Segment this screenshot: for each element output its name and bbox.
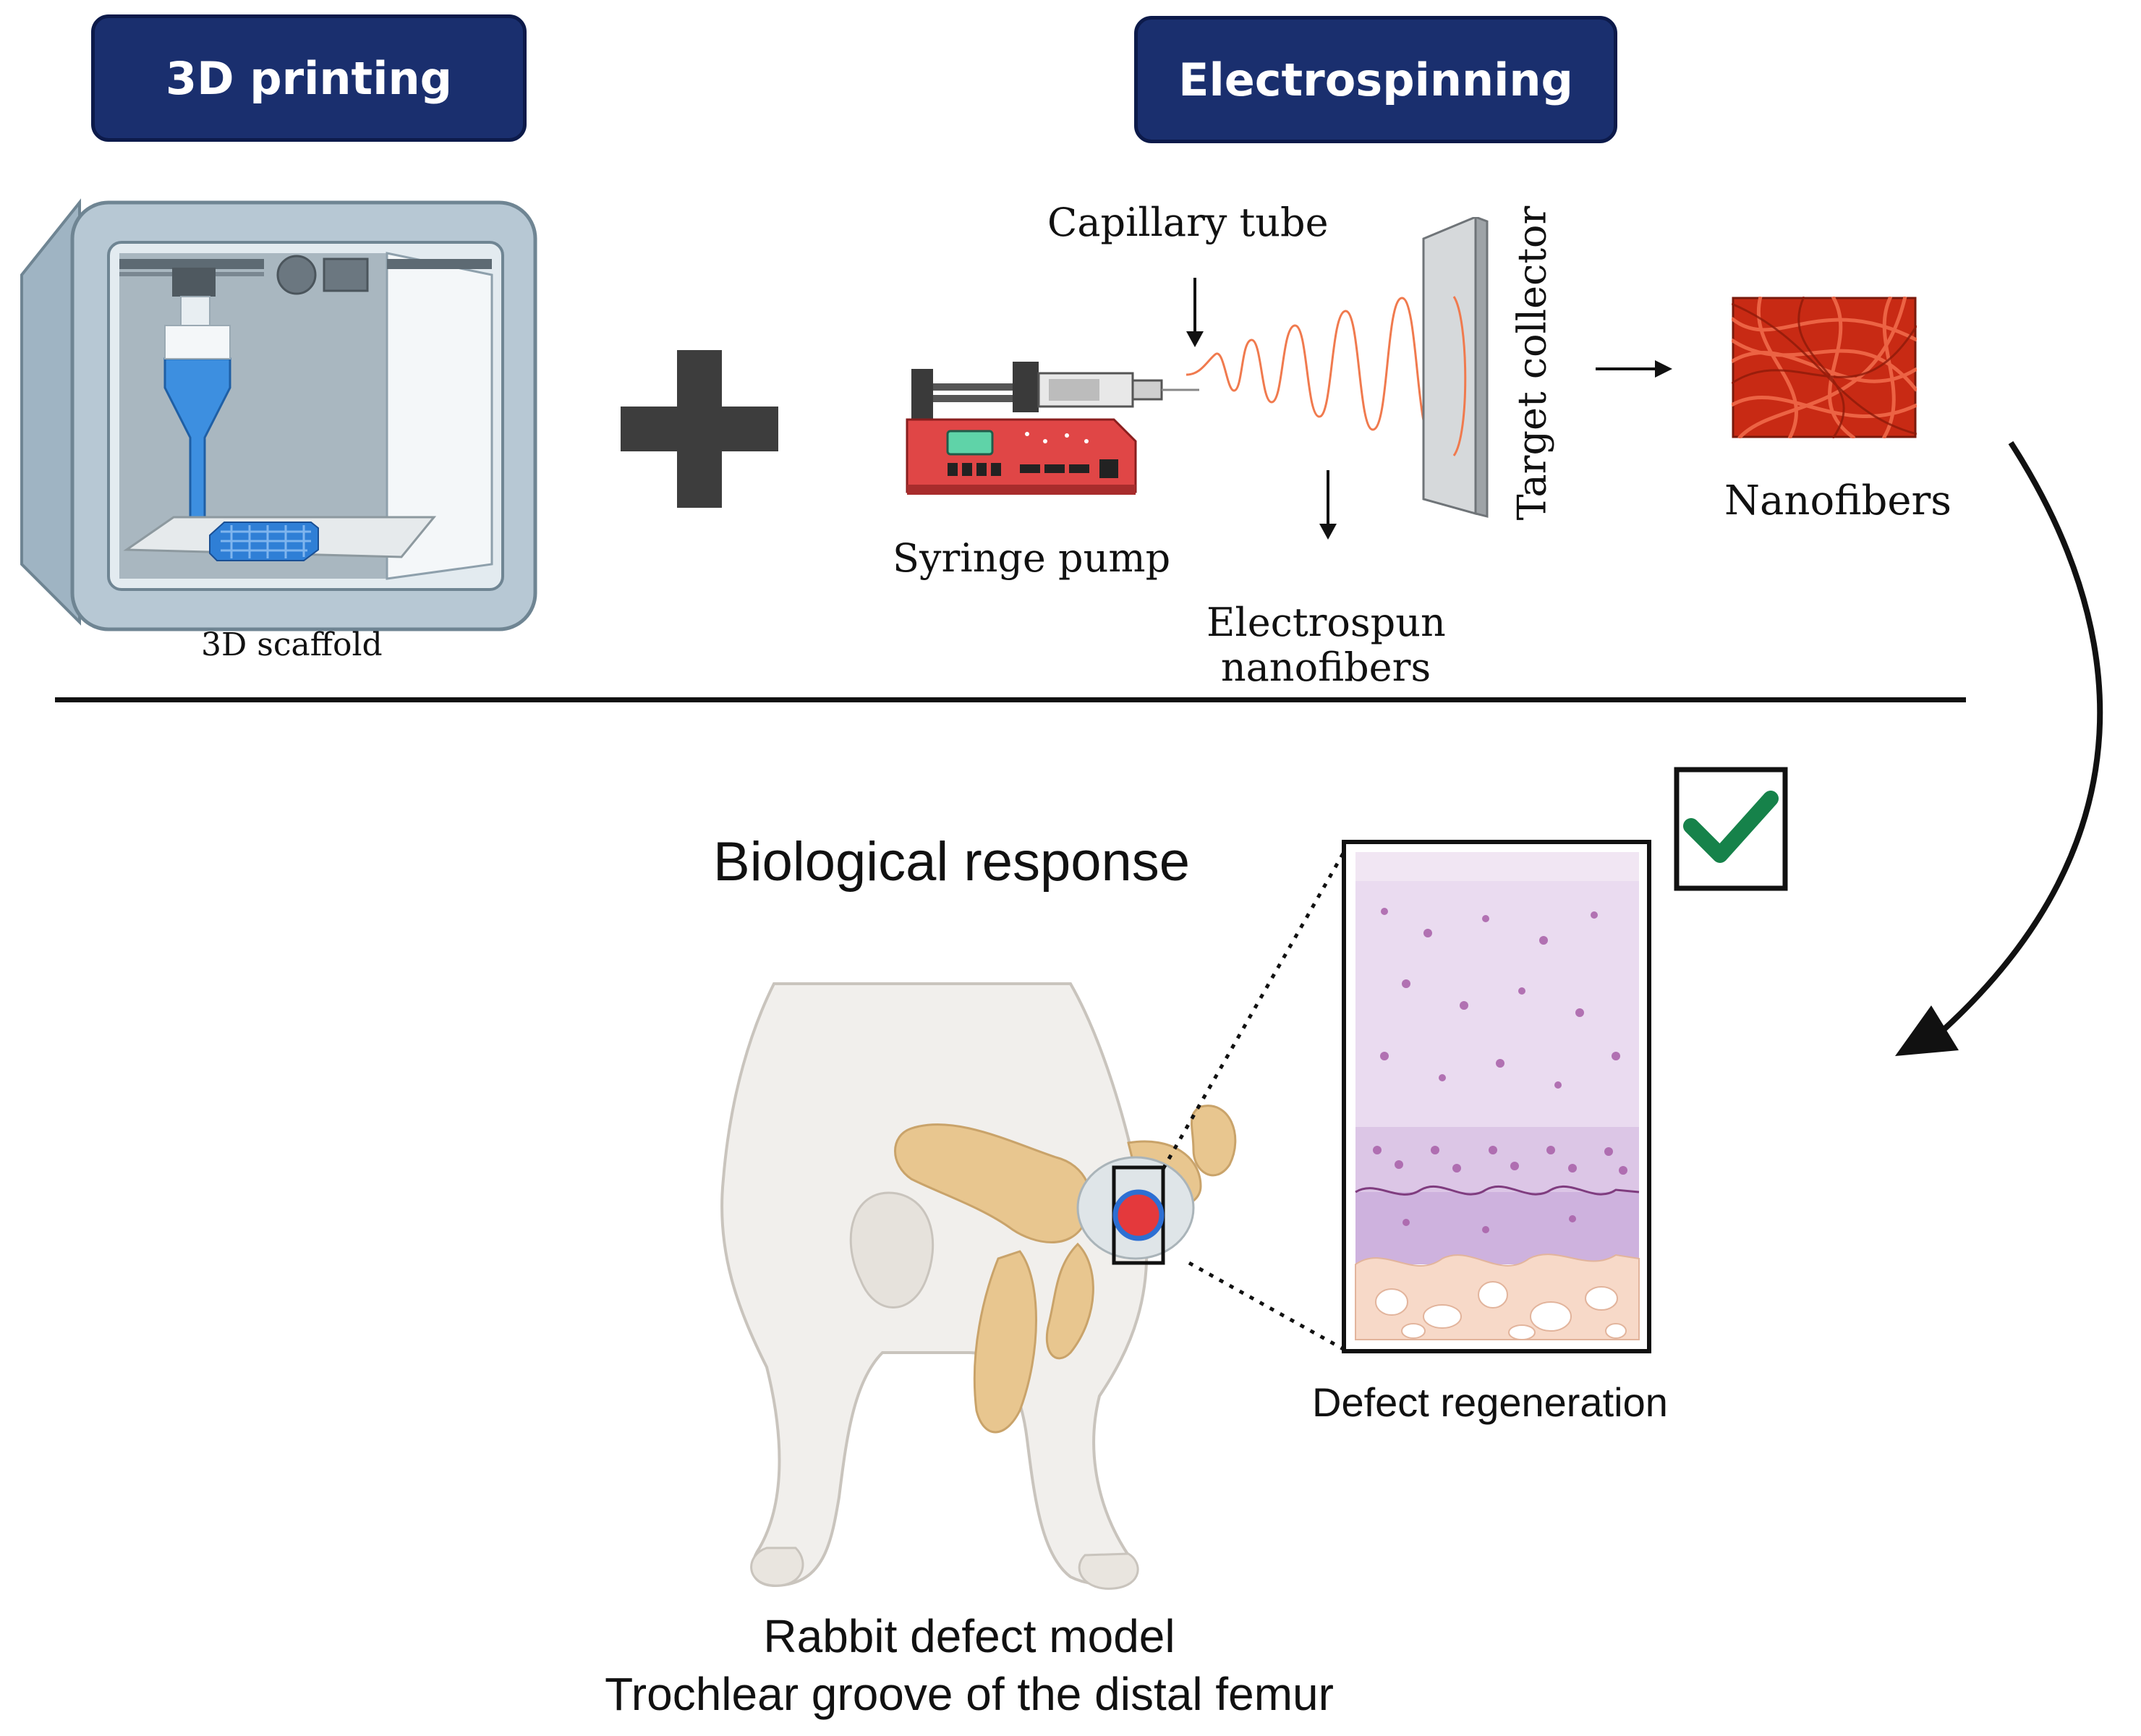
capillary-arrow-icon	[1186, 278, 1204, 347]
scaffold-label: 3D scaffold	[201, 626, 383, 663]
electrospun-label-line2: nanofibers	[1220, 644, 1431, 690]
rabbit-model-line1: Rabbit defect model	[763, 1610, 1175, 1662]
nanofibers-label: Nanofibers	[1724, 477, 1952, 524]
badge-electrospinning: Electrospinning	[1134, 16, 1617, 143]
syringe-pump-illustration	[906, 362, 1199, 495]
syringe-pump-label: Syringe pump	[893, 535, 1171, 581]
target-collector-label: Target collector	[1509, 205, 1555, 521]
badge-3d-printing-label: 3D printing	[166, 51, 452, 105]
zoom-lines	[1161, 841, 1352, 1355]
nanofibers-arrow-icon	[1596, 360, 1672, 378]
target-collector-plate	[1422, 217, 1489, 518]
rabbit-model-line2: Trochlear groove of the distal femur	[605, 1668, 1334, 1720]
defect-regeneration-label: Defect regeneration	[1312, 1379, 1668, 1425]
3d-printer-illustration	[20, 198, 537, 631]
histology-panel	[1342, 840, 1651, 1353]
section-divider	[55, 697, 1966, 702]
badge-3d-printing: 3D printing	[91, 14, 527, 142]
rabbit-illustration	[720, 982, 1237, 1590]
checkmark-icon	[1674, 767, 1788, 891]
electrospun-nanofibers-label: Electrospun nanofibers	[1206, 600, 1446, 690]
electrospun-arrow-icon	[1319, 470, 1337, 540]
rabbit-model-caption: Rabbit defect model Trochlear groove of …	[535, 1607, 1403, 1723]
capillary-tube-label: Capillary tube	[1047, 200, 1329, 245]
nanofibers-mesh-image	[1732, 297, 1917, 438]
badge-electrospinning-label: Electrospinning	[1178, 53, 1573, 106]
plus-icon	[621, 350, 778, 508]
curved-arrow-icon	[1895, 441, 2103, 1056]
biological-response-title: Biological response	[713, 831, 1191, 893]
electrospun-label-line1: Electrospun	[1206, 600, 1446, 645]
